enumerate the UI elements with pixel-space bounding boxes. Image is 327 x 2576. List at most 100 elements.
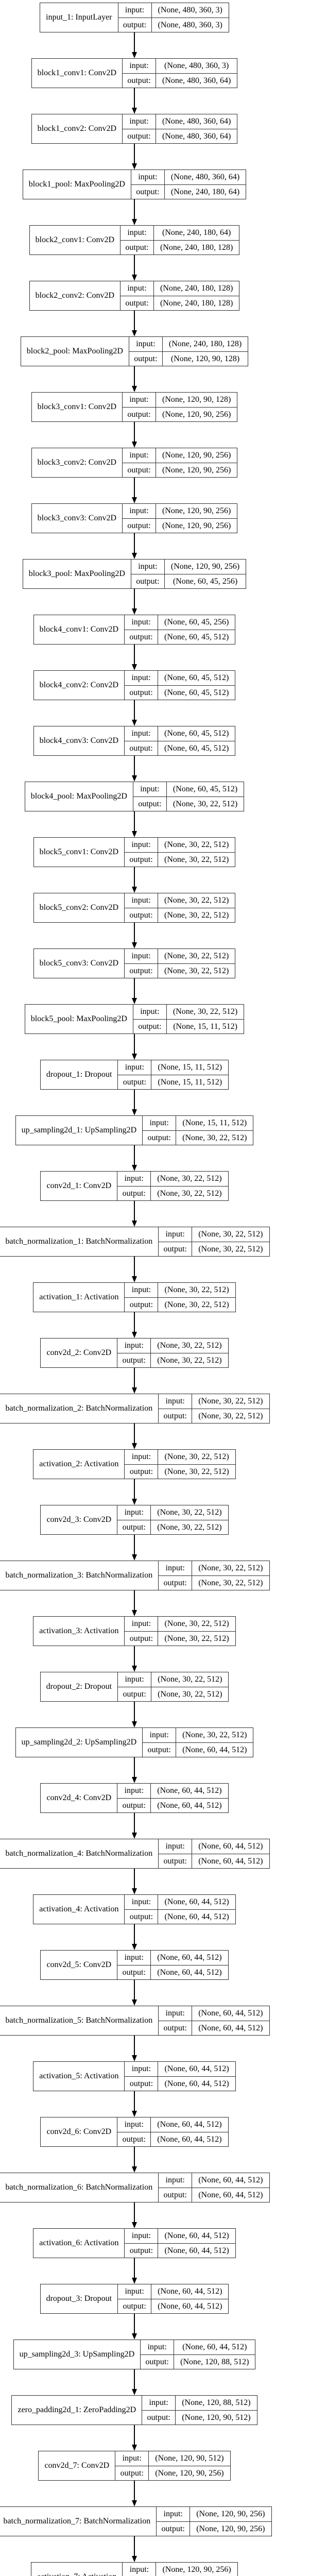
io-output-shape: (None, 120, 88, 512): [180, 2358, 249, 2366]
flow-arrow-icon: [132, 1312, 137, 1338]
layer-node: conv2d_7: Conv2D input: (None, 120, 90, …: [38, 2451, 231, 2481]
layer-node-wrap: dropout_1: Dropout input: (None, 15, 11,…: [40, 1060, 229, 1115]
io-output-label: output:: [159, 2021, 193, 2036]
layer-node-wrap: conv2d_1: Conv2D input: (None, 30, 22, 5…: [40, 1171, 229, 1227]
arrow-line: [134, 978, 135, 998]
io-output-row: output: (None, 60, 44, 512): [159, 2188, 269, 2202]
layer-node-wrap: batch_normalization_2: BatchNormalizatio…: [0, 1394, 270, 1449]
io-input-row: input: (None, 60, 45, 512): [125, 671, 235, 685]
io-input-label: input:: [125, 1283, 159, 1297]
io-output-row: output: (None, 60, 44, 512): [118, 2299, 229, 2314]
layer-io-table: input: (None, 480, 360, 64) output: (Non…: [131, 170, 246, 199]
layer-node: activation_1: Activation input: (None, 3…: [33, 1282, 236, 1312]
io-input-label: input:: [159, 1561, 193, 1575]
flow-arrow-icon: [131, 1090, 137, 1115]
io-output-shape: (None, 480, 360, 3): [158, 21, 222, 29]
layer-name: block4_conv2: Conv2D: [34, 671, 125, 700]
io-input-row: input: (None, 30, 22, 512): [125, 1617, 235, 1631]
layer-name: conv2d_5: Conv2D: [41, 1951, 118, 1979]
io-output-shape: (None, 30, 22, 512): [198, 1579, 263, 1587]
layer-name: activation_2: Activation: [33, 1450, 125, 1479]
layer-node-wrap: up_sampling2d_3: UpSampling2D input: (No…: [13, 2340, 256, 2395]
io-input-row: input: (None, 30, 22, 512): [125, 893, 235, 908]
io-output-row: output: (None, 15, 11, 512): [133, 1019, 244, 1034]
io-input-shape: (None, 120, 90, 512): [155, 2454, 224, 2463]
layer-node-wrap: block1_pool: MaxPooling2D input: (None, …: [22, 170, 247, 225]
layer-io-table: input: (None, 30, 22, 512) output: (None…: [125, 838, 235, 867]
io-output-shape: (None, 30, 22, 512): [164, 1634, 229, 1643]
io-input-row: input: (None, 120, 90, 256): [157, 2507, 271, 2521]
flow-arrow-icon: [132, 1646, 137, 1672]
io-output-shape: (None, 30, 22, 512): [164, 911, 229, 920]
io-output-label: output:: [133, 1020, 167, 1034]
layer-io-table: input: (None, 30, 22, 512) output: (None…: [117, 1338, 228, 1368]
io-output-row: output: (None, 60, 44, 512): [125, 2076, 235, 2091]
io-input-row: input: (None, 240, 180, 128): [129, 337, 248, 351]
io-input-label: input:: [125, 671, 158, 685]
io-input-row: input: (None, 120, 90, 256): [123, 504, 237, 518]
io-input-shape: (None, 30, 22, 512): [164, 1619, 229, 1628]
layer-node-wrap: block3_conv3: Conv2D input: (None, 120, …: [31, 503, 238, 559]
io-input-row: input: (None, 60, 44, 512): [125, 2229, 235, 2243]
layer-node: batch_normalization_6: BatchNormalizatio…: [0, 2173, 270, 2202]
layer-io-table: input: (None, 30, 22, 512) output: (None…: [117, 1172, 228, 1201]
io-output-row: output: (None, 30, 22, 512): [117, 1186, 228, 1201]
io-output-label: output:: [131, 574, 165, 589]
arrow-line: [134, 1813, 135, 1833]
io-input-shape: (None, 30, 22, 512): [164, 840, 229, 849]
io-output-label: output:: [125, 630, 158, 645]
layer-name: block3_conv3: Conv2D: [32, 504, 123, 533]
io-input-shape: (None, 30, 22, 512): [157, 1341, 222, 1350]
arrow-line: [134, 1423, 135, 1443]
layer-name: conv2d_2: Conv2D: [41, 1338, 118, 1367]
io-input-label: input:: [123, 393, 156, 407]
flow-arrow-icon: [131, 811, 137, 837]
io-output-shape: (None, 60, 44, 512): [164, 2079, 229, 2088]
io-output-shape: (None, 60, 44, 512): [198, 2024, 263, 2032]
io-input-row: input: (None, 60, 44, 512): [141, 2340, 255, 2354]
layer-node: block5_conv1: Conv2D input: (None, 30, 2…: [33, 837, 236, 867]
layer-node: dropout_3: Dropout input: (None, 60, 44,…: [40, 2284, 229, 2314]
io-output-label: output:: [125, 964, 158, 978]
layer-node: block4_pool: MaxPooling2D input: (None, …: [24, 782, 245, 811]
arrow-head: [131, 775, 137, 782]
flow-arrow-icon: [132, 1145, 137, 1171]
io-input-shape: (None, 120, 88, 512): [182, 2398, 251, 2407]
arrow-head: [131, 887, 137, 893]
io-input-label: input:: [159, 1227, 193, 1242]
arrow-line: [134, 645, 135, 664]
io-output-row: output: (None, 30, 22, 512): [125, 908, 235, 923]
layer-name: dropout_2: Dropout: [41, 1672, 118, 1701]
layer-name: block3_pool: MaxPooling2D: [23, 560, 131, 588]
io-output-label: output:: [125, 2244, 159, 2258]
io-output-row: output: (None, 480, 360, 64): [123, 73, 237, 88]
io-output-shape: (None, 30, 22, 512): [157, 1523, 222, 1532]
layer-node-wrap: conv2d_5: Conv2D input: (None, 60, 44, 5…: [40, 1950, 229, 2006]
io-input-label: input:: [123, 448, 156, 463]
io-input-shape: (None, 480, 360, 3): [164, 61, 229, 70]
flow-arrow-icon: [131, 589, 137, 615]
flow-arrow-icon: [131, 2425, 137, 2451]
layer-node: dropout_1: Dropout input: (None, 15, 11,…: [40, 1060, 229, 1090]
layer-node-wrap: batch_normalization_5: BatchNormalizatio…: [0, 2006, 270, 2061]
arrow-head: [132, 1221, 137, 1227]
io-output-shape: (None, 15, 11, 512): [173, 1022, 237, 1031]
io-output-row: output: (None, 60, 44, 512): [117, 1798, 228, 1813]
io-output-label: output:: [123, 463, 156, 478]
layer-node: activation_6: Activation input: (None, 6…: [33, 2228, 236, 2258]
io-input-row: input: (None, 60, 45, 512): [125, 726, 235, 741]
io-input-shape: (None, 60, 44, 512): [157, 1786, 222, 1795]
flow-arrow-icon: [132, 1535, 137, 1561]
io-output-shape: (None, 120, 90, 256): [196, 2524, 265, 2533]
flow-arrow-icon: [131, 1034, 137, 1060]
arrow-head: [132, 1888, 137, 1894]
io-output-label: output:: [118, 1687, 152, 1702]
arrow-line: [134, 700, 135, 720]
layer-node-wrap: input_1: InputLayer input: (None, 480, 3…: [40, 3, 229, 58]
io-output-shape: (None, 60, 44, 512): [164, 1912, 229, 1921]
io-output-label: output:: [118, 18, 152, 32]
io-output-label: output:: [125, 908, 158, 923]
io-input-label: input:: [125, 949, 158, 963]
io-input-shape: (None, 60, 44, 512): [198, 1842, 263, 1851]
layer-node-wrap: activation_6: Activation input: (None, 6…: [33, 2228, 236, 2284]
